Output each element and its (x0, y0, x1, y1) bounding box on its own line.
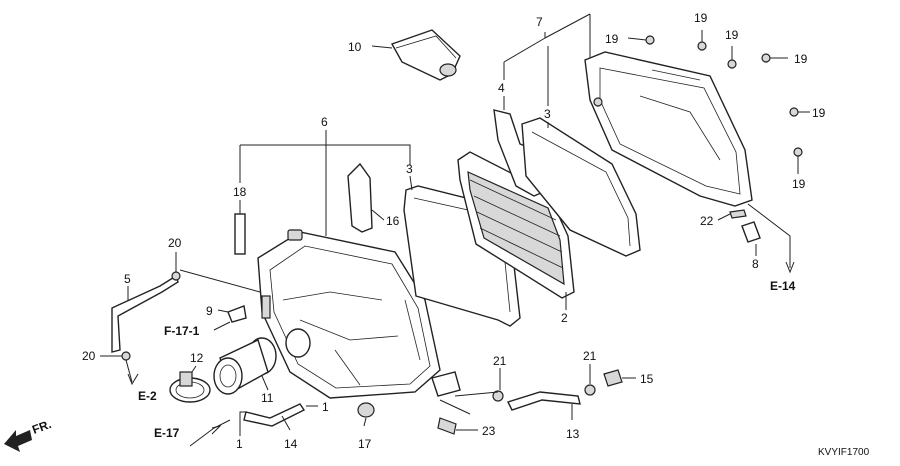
leader-lines (100, 13, 810, 447)
ref-e-17: E-17 (154, 426, 180, 440)
screw-23 (437, 417, 457, 435)
screws-19 (645, 35, 803, 157)
callout-19-d: 19 (794, 52, 808, 66)
tube-band (169, 371, 211, 403)
part-8 (741, 221, 761, 243)
clip-21-left (492, 390, 504, 402)
callout-labels: 10 6 3 18 16 7 4 3 2 19 19 19 19 19 19 2… (82, 11, 826, 451)
breather-tube (111, 274, 179, 353)
callout-1-right: 1 (322, 400, 329, 414)
callout-8: 8 (752, 257, 759, 271)
air-cleaner-case (257, 229, 461, 399)
front-arrow-icon (4, 430, 32, 452)
air-cleaner-element (457, 151, 575, 299)
callout-17: 17 (358, 437, 372, 451)
callout-21-left: 21 (493, 354, 507, 368)
screw-15 (603, 369, 623, 387)
callout-22: 22 (700, 214, 714, 228)
callout-20-upper: 20 (168, 236, 182, 250)
sponge-pad (347, 162, 373, 233)
callout-13: 13 (566, 427, 580, 441)
drain-plug (227, 305, 247, 323)
ref-e-2: E-2 (138, 389, 157, 403)
callout-2: 2 (561, 311, 568, 325)
front-direction-indicator: FR. (4, 417, 53, 452)
connecting-tube (213, 337, 277, 395)
callout-3-right: 3 (544, 107, 551, 121)
callout-19-c: 19 (725, 28, 739, 42)
inlet-duct (390, 29, 461, 81)
seal-strip (234, 213, 246, 255)
drain-tube (243, 403, 306, 427)
grommet (357, 402, 375, 418)
callout-15: 15 (640, 372, 654, 386)
callout-18: 18 (233, 185, 247, 199)
clip-lower (121, 351, 131, 361)
hose (507, 391, 581, 411)
cover-gasket (521, 117, 641, 257)
callout-14: 14 (284, 437, 298, 451)
clip-21-right (584, 384, 596, 396)
callout-6: 6 (321, 115, 328, 129)
part-22 (729, 209, 747, 219)
front-label: FR. (30, 417, 53, 437)
ref-f-17-1: F-17-1 (164, 324, 200, 338)
callout-1-left: 1 (236, 437, 243, 451)
callout-20-lower: 20 (82, 349, 96, 363)
callout-3-left: 3 (406, 162, 413, 176)
callout-9: 9 (206, 304, 213, 318)
callout-11: 11 (261, 391, 274, 405)
callout-10: 10 (348, 40, 362, 54)
callout-7: 7 (536, 15, 543, 29)
ref-e-14: E-14 (770, 279, 796, 293)
air-cleaner-cover (584, 51, 753, 207)
callout-16: 16 (386, 214, 400, 228)
callout-21-right: 21 (583, 349, 597, 363)
callout-19-a: 19 (605, 32, 619, 46)
callout-5: 5 (124, 272, 131, 286)
callout-23: 23 (482, 424, 496, 438)
callout-19-f: 19 (792, 177, 806, 191)
callout-19-e: 19 (812, 106, 826, 120)
drawing-code: KVYIF1700 (818, 447, 870, 458)
callout-4: 4 (498, 81, 505, 95)
clip-upper (171, 271, 181, 281)
callout-19-b: 19 (694, 11, 708, 25)
callout-12: 12 (190, 351, 204, 365)
